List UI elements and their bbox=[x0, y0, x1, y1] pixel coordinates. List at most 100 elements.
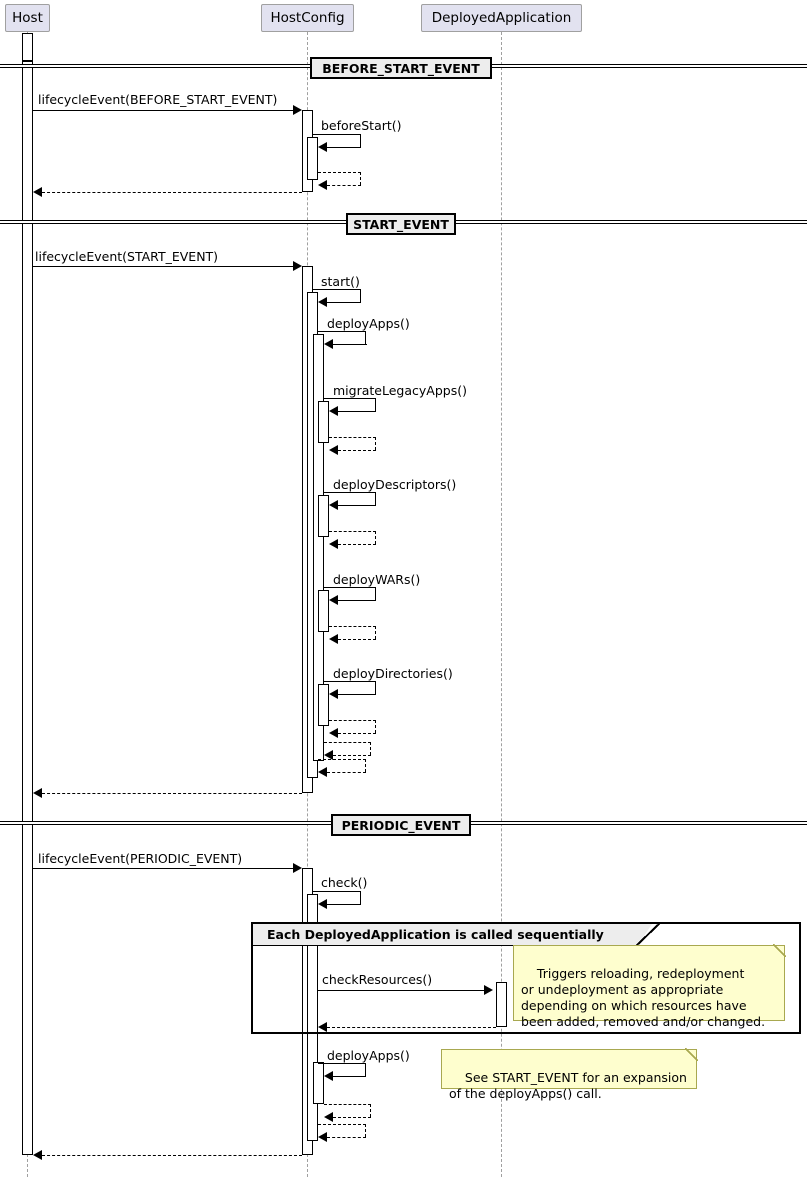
message-line-start-bottom bbox=[327, 302, 361, 303]
participant-host[interactable]: Host bbox=[5, 4, 50, 32]
message-vert-migratelegacyapps-return bbox=[375, 437, 376, 450]
message-line-deploydescriptors-bottom bbox=[338, 505, 376, 506]
message-line-migratelegacyapps-return-top bbox=[329, 437, 376, 438]
message-vert-deploydirectories bbox=[375, 681, 376, 694]
divider-periodic: PERIODIC_EVENT bbox=[331, 814, 471, 836]
message-vert-deploywars-return bbox=[375, 626, 376, 639]
message-arrowhead-deploydirectories bbox=[329, 689, 338, 699]
divider-before-start-label: BEFORE_START_EVENT bbox=[322, 60, 480, 76]
message-line-return-before-start bbox=[42, 192, 302, 193]
message-vert-deploydirectories-return bbox=[375, 720, 376, 733]
message-line-deploywars-top bbox=[324, 587, 376, 588]
message-arrowhead-deployapps-start bbox=[324, 339, 333, 349]
message-label-lifecycle-periodic: lifecycleEvent(PERIODIC_EVENT) bbox=[38, 851, 243, 866]
message-arrowhead-check bbox=[318, 899, 327, 909]
participant-deployedapplication[interactable]: DeployedApplication bbox=[421, 4, 582, 32]
message-line-lifecycle-before-start bbox=[33, 110, 297, 111]
participant-deployedapplication-label: DeployedApplication bbox=[431, 10, 572, 26]
message-line-deploydirectories-top bbox=[324, 681, 376, 682]
message-vert-deployapps-periodic bbox=[365, 1063, 366, 1076]
message-line-migratelegacyapps-return-bottom bbox=[338, 450, 376, 451]
message-arrowhead-migratelegacyapps-return bbox=[329, 445, 338, 455]
group-frame-each-deployed-application bbox=[251, 922, 801, 1034]
activation-hostconfig-deploydescriptors-body bbox=[318, 495, 329, 537]
message-label-lifecycle-start: lifecycleEvent(START_EVENT) bbox=[35, 249, 219, 264]
message-vert-check-return bbox=[365, 1124, 366, 1137]
message-arrowhead-deploywars bbox=[329, 595, 338, 605]
message-arrowhead-deployapps-periodic-return bbox=[324, 1112, 333, 1122]
message-vert-start bbox=[360, 289, 361, 302]
message-label-lifecycle-before-start: lifecycleEvent(BEFORE_START_EVENT) bbox=[38, 92, 278, 107]
message-arrowhead-check-return bbox=[318, 1132, 327, 1142]
message-line-beforestart-return-bottom bbox=[327, 185, 361, 186]
message-line-check-bottom bbox=[327, 904, 361, 905]
activation-deployedapplication-checkresources bbox=[496, 982, 507, 1027]
message-line-lifecycle-periodic bbox=[33, 868, 297, 869]
lifeline-deployedapplication bbox=[501, 32, 502, 1177]
message-arrowhead-deploydescriptors-return bbox=[329, 539, 338, 549]
message-arrowhead-start bbox=[318, 297, 327, 307]
group-tab-edge-line bbox=[636, 923, 660, 946]
message-vert-deployapps-periodic-return bbox=[370, 1104, 371, 1117]
message-line-deploydirectories-return-top bbox=[329, 720, 376, 721]
group-tab-bottom-line bbox=[253, 945, 639, 946]
message-line-deploydescriptors-return-bottom bbox=[338, 544, 376, 545]
message-label-deployapps-periodic: deployApps() bbox=[327, 1048, 410, 1063]
message-arrowhead-deploydescriptors bbox=[329, 500, 338, 510]
message-arrowhead-beforestart bbox=[318, 142, 327, 152]
participant-host-label: Host bbox=[12, 10, 43, 26]
message-arrowhead-start-return bbox=[318, 767, 327, 777]
activation-hostconfig-check-body bbox=[307, 894, 318, 1141]
activation-host-main bbox=[22, 61, 33, 1155]
message-line-deploywars-return-bottom bbox=[338, 639, 376, 640]
message-arrowhead-return-before-start bbox=[33, 187, 42, 197]
message-line-deploydescriptors-top bbox=[324, 492, 376, 493]
message-arrowhead-deploywars-return bbox=[329, 634, 338, 644]
note-check-resources-text: Triggers reloading, redeployment or unde… bbox=[521, 966, 766, 1029]
activation-hostconfig-deploywars-body bbox=[318, 590, 329, 632]
message-vert-deploydescriptors bbox=[375, 492, 376, 505]
message-label-beforestart: beforeStart() bbox=[321, 118, 402, 133]
activation-hostconfig-deployapps-body bbox=[313, 334, 324, 761]
message-arrowhead-lifecycle-start bbox=[293, 261, 302, 271]
message-arrowhead-beforestart-return bbox=[318, 180, 327, 190]
message-line-check-return-bottom bbox=[327, 1137, 366, 1138]
message-line-deploydirectories-return-bottom bbox=[338, 733, 376, 734]
message-line-deployapps-start-top bbox=[318, 331, 366, 332]
message-line-deploydescriptors-return-top bbox=[329, 531, 376, 532]
message-label-checkresources: checkResources() bbox=[322, 972, 433, 987]
message-line-start-top bbox=[313, 289, 361, 290]
message-label-deploydirectories: deployDirectories() bbox=[333, 666, 453, 681]
message-vert-deployapps-start bbox=[365, 331, 366, 344]
message-vert-deploydescriptors-return bbox=[375, 531, 376, 544]
message-vert-deployapps-start-return bbox=[370, 742, 371, 755]
message-arrowhead-checkresources-return bbox=[318, 1022, 327, 1032]
message-label-check: check() bbox=[321, 875, 368, 890]
message-vert-start-return bbox=[365, 759, 366, 772]
message-line-checkresources bbox=[318, 990, 488, 991]
divider-start-label: START_EVENT bbox=[353, 216, 449, 232]
message-arrowhead-lifecycle-before-start bbox=[293, 105, 302, 115]
group-tab-each-deployed-application: Each DeployedApplication is called seque… bbox=[253, 924, 638, 945]
note-deploy-apps-fold-line bbox=[685, 1048, 698, 1061]
activation-hostconfig-deploydirectories-body bbox=[318, 684, 329, 726]
group-label-each-deployed-application: Each DeployedApplication is called seque… bbox=[267, 927, 604, 942]
message-line-deploywars-return-top bbox=[329, 626, 376, 627]
message-line-deployapps-start-return-bottom bbox=[333, 755, 371, 756]
message-line-check-return-top bbox=[318, 1124, 366, 1125]
message-line-deploywars-bottom bbox=[338, 600, 376, 601]
message-line-checkresources-return bbox=[327, 1027, 496, 1028]
participant-hostconfig[interactable]: HostConfig bbox=[261, 4, 354, 32]
message-label-deploydescriptors: deployDescriptors() bbox=[333, 477, 457, 492]
activation-hostconfig-beforestart-body bbox=[307, 137, 318, 180]
message-line-beforestart-bottom bbox=[327, 147, 361, 148]
note-deploy-apps-text: See START_EVENT for an expansion of the … bbox=[449, 1070, 687, 1101]
message-line-beforestart-return-top bbox=[318, 172, 361, 173]
message-vert-beforestart-return bbox=[360, 172, 361, 185]
message-line-deploydirectories-bottom bbox=[338, 694, 376, 695]
message-arrowhead-return-start bbox=[33, 788, 42, 798]
message-label-deploywars: deployWARs() bbox=[333, 572, 421, 587]
activation-host-top bbox=[22, 33, 33, 61]
message-line-deployapps-start-bottom bbox=[333, 344, 367, 345]
message-line-check-top bbox=[313, 891, 361, 892]
